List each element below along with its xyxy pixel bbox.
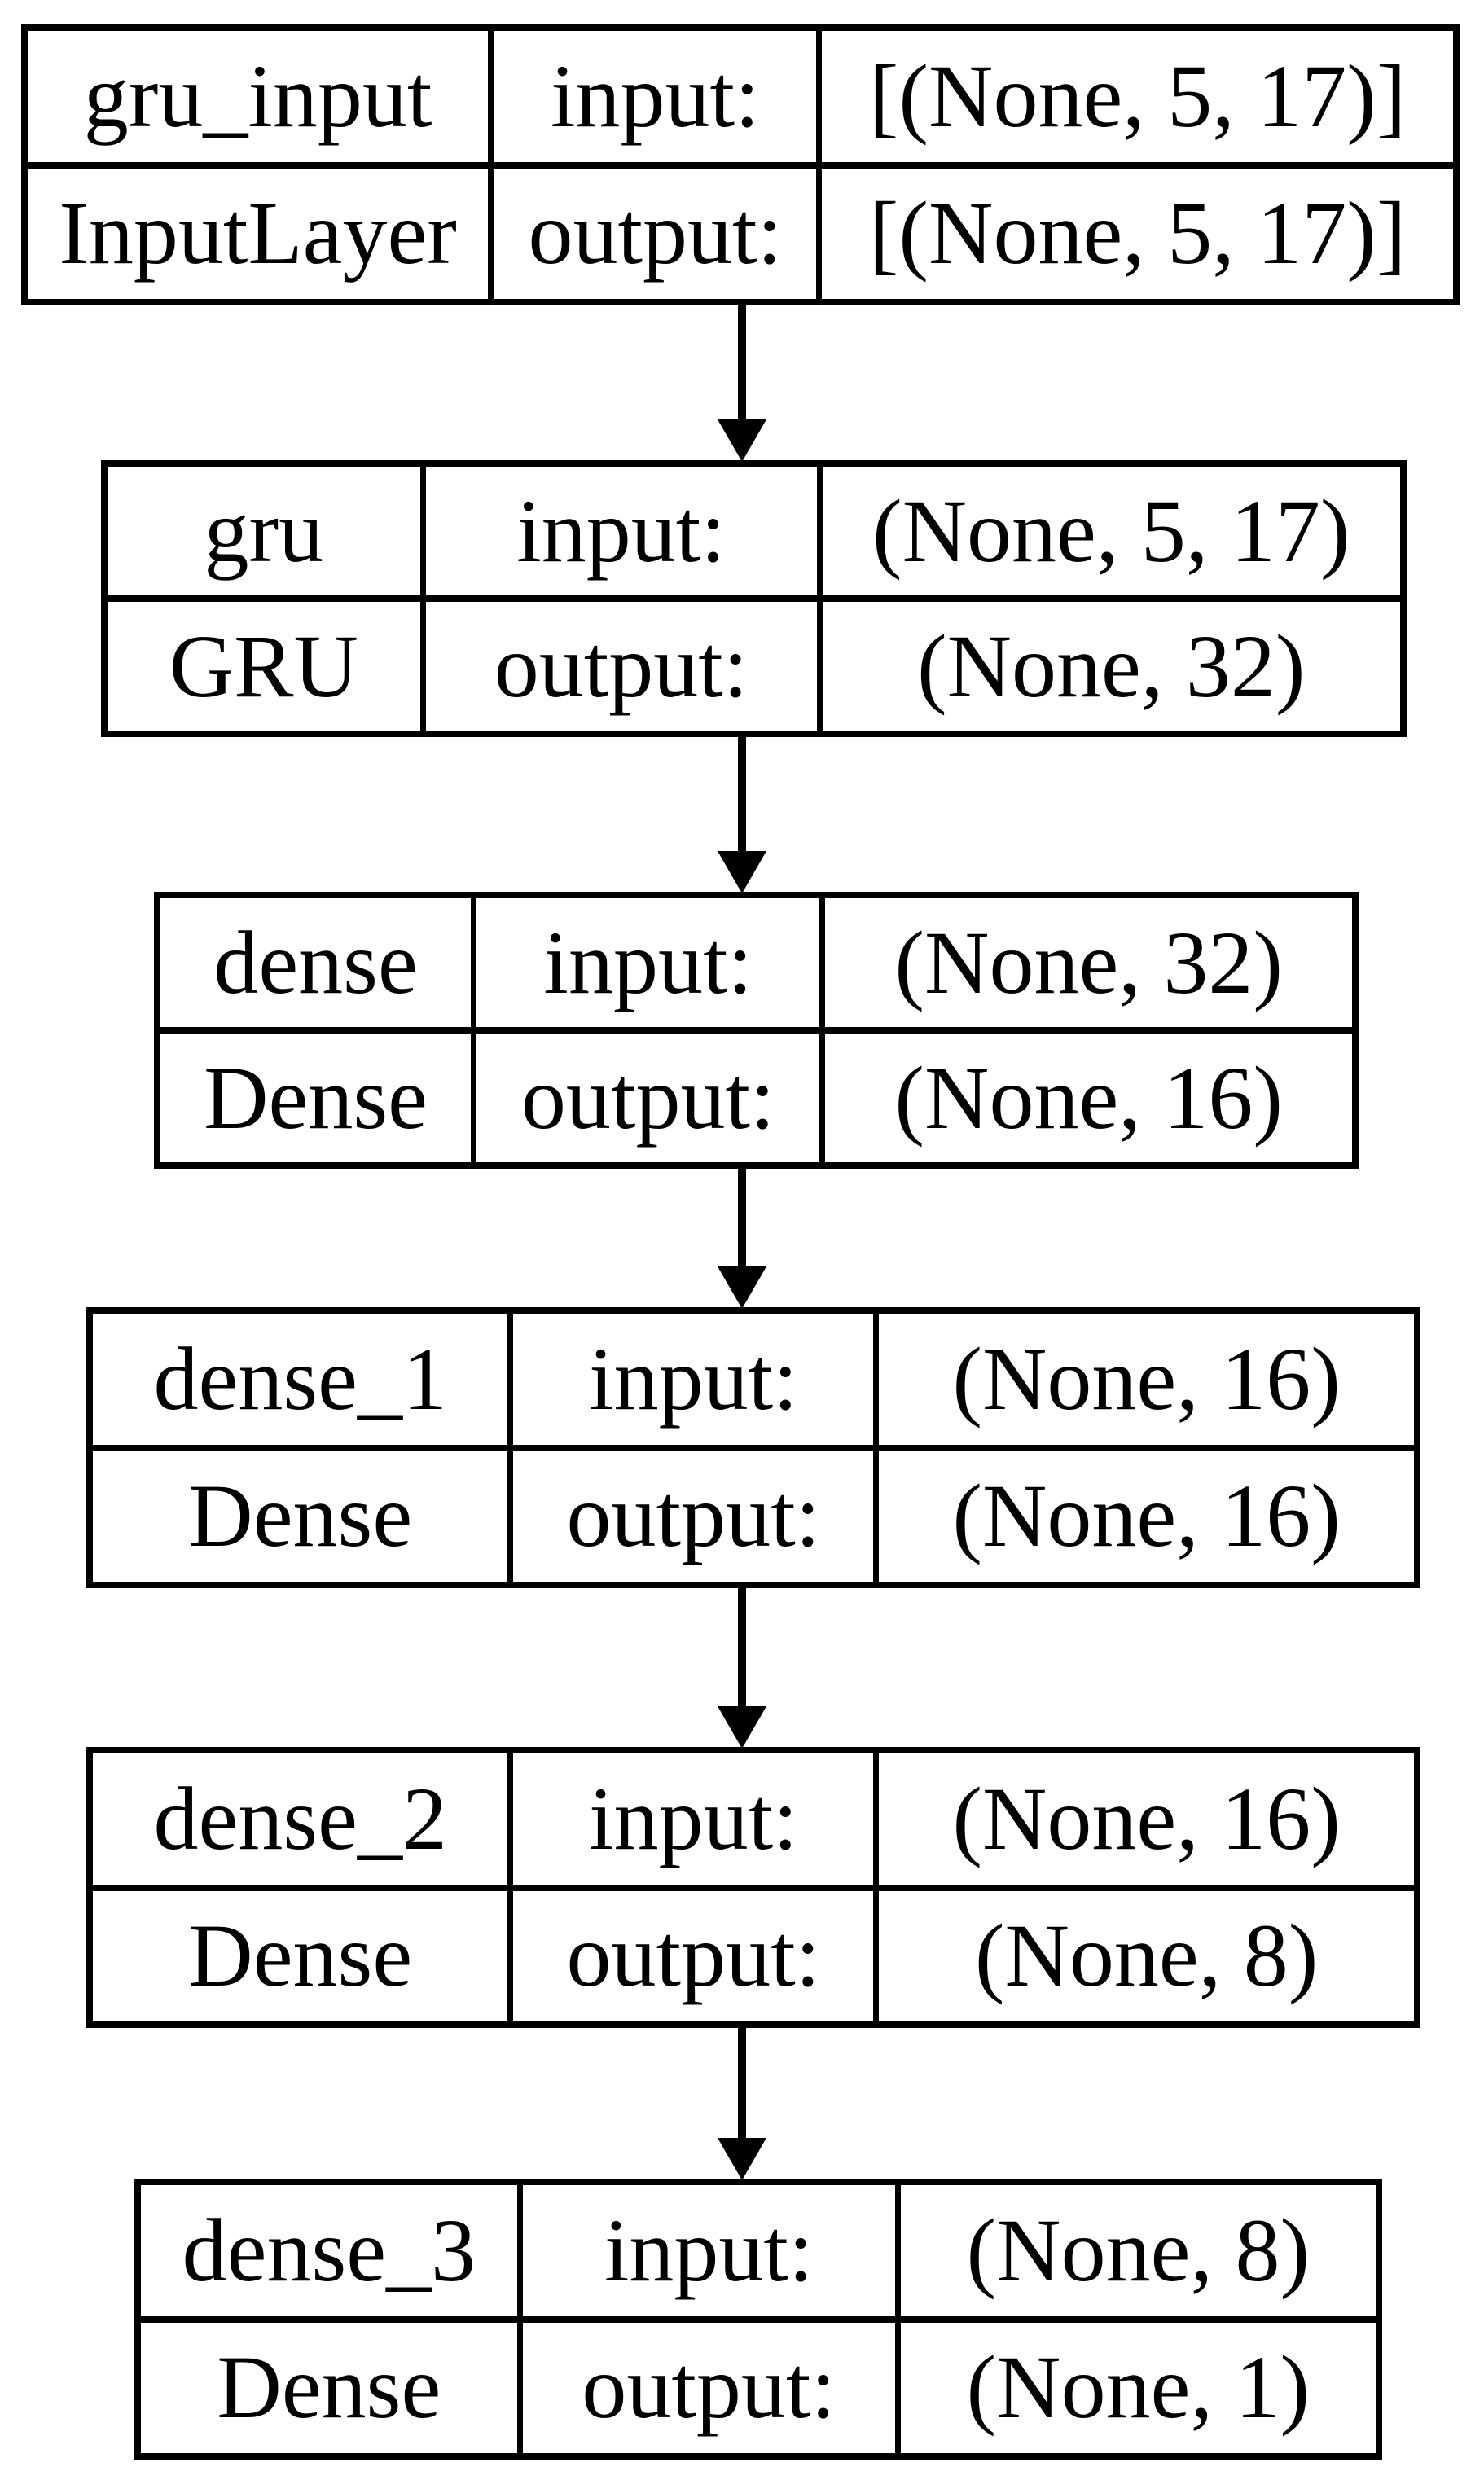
layer-type: InputLayer <box>28 168 489 299</box>
layer-name: dense_3 <box>141 2185 517 2316</box>
arrow-head-icon <box>718 851 766 893</box>
layer-type: Dense <box>160 1034 472 1162</box>
output-label: output: <box>522 2322 895 2453</box>
flow-arrow <box>718 735 766 893</box>
layer-name: dense_2 <box>93 1753 508 1885</box>
output-label: output: <box>476 1034 820 1162</box>
input-shape: (None, 16) <box>879 1753 1414 1885</box>
arrow-head-icon <box>718 419 766 462</box>
layer-name: dense <box>160 898 472 1027</box>
layer-type: Dense <box>141 2322 517 2453</box>
flow-arrow <box>718 2026 766 2180</box>
arrow-shaft <box>738 2026 746 2148</box>
flow-arrow <box>718 304 766 462</box>
output-label: output: <box>513 1451 874 1582</box>
arrow-shaft <box>738 304 746 429</box>
layer-name: dense_1 <box>93 1314 508 1445</box>
layer-node-dense: dense input: (None, 32) Dense output: (N… <box>154 892 1359 1169</box>
input-shape: [(None, 5, 17)] <box>822 31 1453 162</box>
layer-type: Dense <box>93 1890 508 2021</box>
input-shape: (None, 16) <box>879 1314 1414 1445</box>
input-label: input: <box>476 898 820 1027</box>
arrow-head-icon <box>718 2138 766 2180</box>
input-shape: (None, 8) <box>900 2185 1376 2316</box>
arrow-head-icon <box>718 1266 766 1309</box>
output-shape: (None, 8) <box>879 1890 1414 2021</box>
output-label: output: <box>494 168 817 299</box>
layer-name: gru_input <box>28 31 489 162</box>
layer-node-dense-1: dense_1 input: (None, 16) Dense output: … <box>86 1307 1420 1588</box>
layer-type: Dense <box>93 1451 508 1582</box>
layer-node-gru: gru input: (None, 5, 17) GRU output: (No… <box>101 460 1407 737</box>
input-shape: (None, 32) <box>825 898 1352 1027</box>
layer-node-gru-input: gru_input input: [(None, 5, 17)] InputLa… <box>21 24 1460 305</box>
layer-node-dense-2: dense_2 input: (None, 16) Dense output: … <box>86 1747 1420 2028</box>
flow-arrow <box>718 1167 766 1309</box>
input-label: input: <box>494 31 817 162</box>
flow-arrow <box>718 1587 766 1749</box>
input-shape: (None, 5, 17) <box>822 467 1400 595</box>
layer-type: GRU <box>108 602 420 731</box>
arrow-shaft <box>738 1587 746 1716</box>
output-label: output: <box>425 602 817 731</box>
arrow-head-icon <box>718 1706 766 1749</box>
output-shape: (None, 16) <box>825 1034 1352 1162</box>
layer-name: gru <box>108 467 420 595</box>
arrow-shaft <box>738 735 746 861</box>
input-label: input: <box>513 1753 874 1885</box>
arrow-shaft <box>738 1167 746 1276</box>
output-shape: (None, 1) <box>900 2322 1376 2453</box>
output-shape: (None, 16) <box>879 1451 1414 1582</box>
output-shape: [(None, 5, 17)] <box>822 168 1453 299</box>
input-label: input: <box>522 2185 895 2316</box>
layer-node-dense-3: dense_3 input: (None, 8) Dense output: (… <box>134 2179 1382 2460</box>
output-label: output: <box>513 1890 874 2021</box>
output-shape: (None, 32) <box>822 602 1400 731</box>
input-label: input: <box>513 1314 874 1445</box>
input-label: input: <box>425 467 817 595</box>
